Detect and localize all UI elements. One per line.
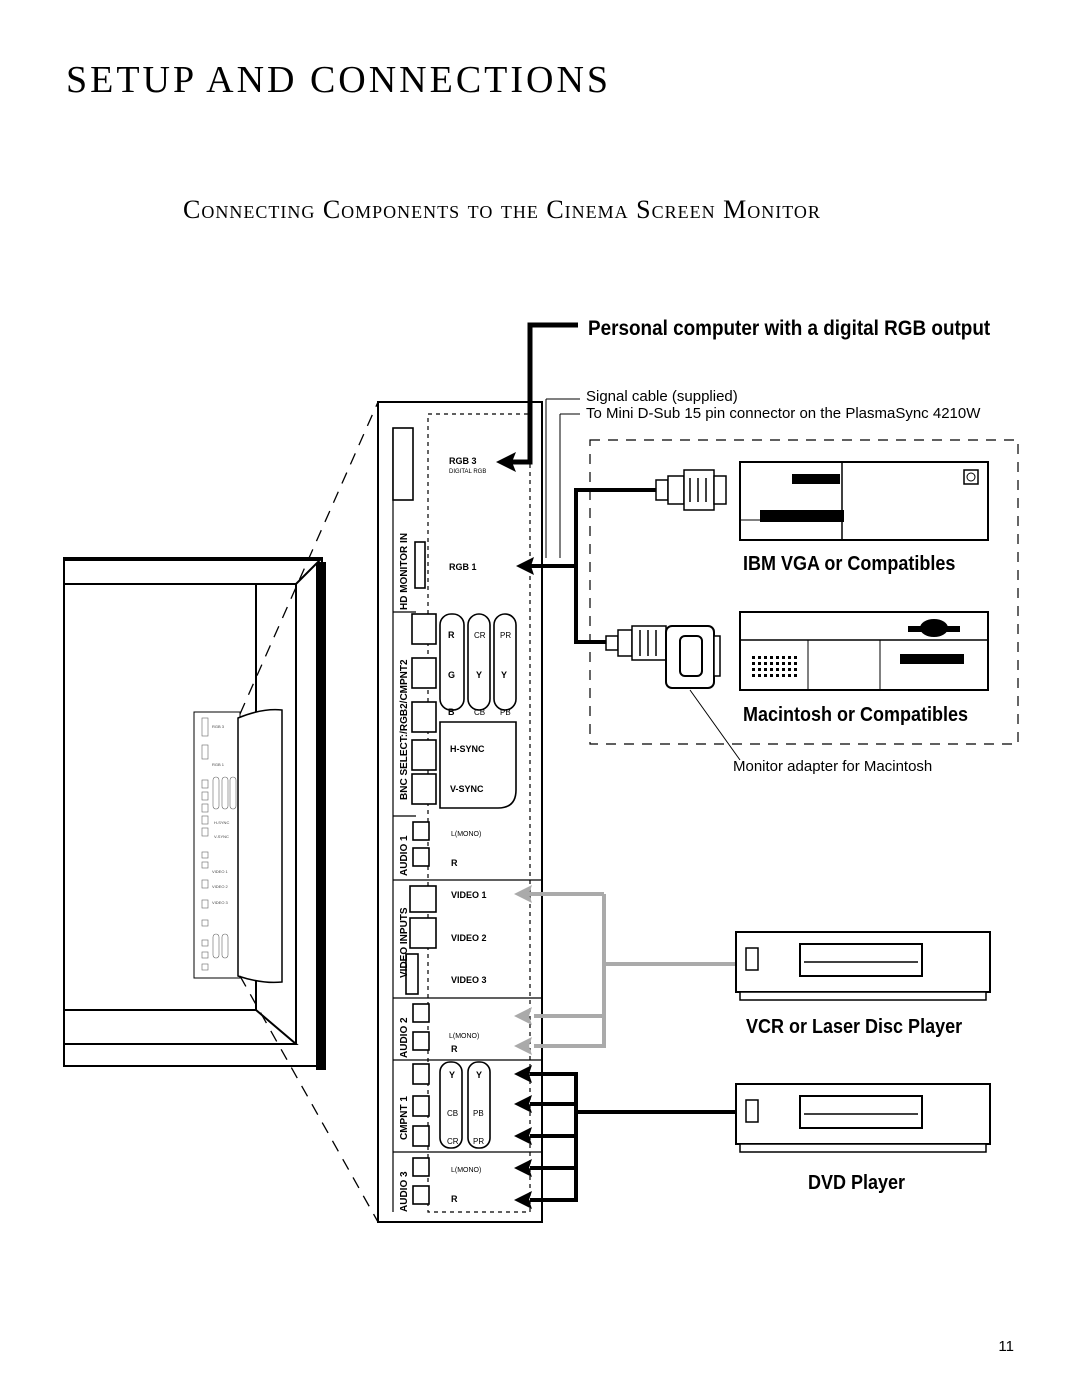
pc-heading: Personal computer with a digital RGB out… — [588, 317, 991, 340]
ibm-computer-icon — [739, 461, 989, 541]
monitor-illustration: RGB 3 RGB 1 H-SYNC V-SYNC VIDEO 1 VIDEO 2 VI… — [63, 401, 379, 1223]
bnc-select-label: BNC SELECT:/RGB2/CMPNT2 — [399, 659, 410, 800]
hsync-label: H-SYNC — [450, 744, 485, 754]
digital-rgb-label: DIGITAL RGB — [449, 469, 486, 475]
r-audio3-label: R — [451, 1194, 458, 1204]
cb-label: CB — [474, 708, 485, 717]
page-number: 11 — [998, 1338, 1014, 1355]
lmono-label-3: L(MONO) — [451, 1167, 481, 1174]
audio1-label: AUDIO 1 — [399, 835, 410, 876]
video1-label: VIDEO 1 — [451, 890, 487, 900]
audio2-label: AUDIO 2 — [399, 1017, 410, 1058]
svg-text:VIDEO 3: VIDEO 3 — [212, 900, 229, 905]
video3-label: VIDEO 3 — [451, 975, 487, 985]
cmpnt1-label: CMPNT 1 — [399, 1096, 410, 1140]
vcr-connection — [514, 885, 991, 1055]
g-label: G — [448, 670, 455, 680]
r-audio2-label: R — [451, 1044, 458, 1054]
signal-cable-label: Signal cable (supplied) — [586, 388, 738, 405]
y2-label: Y — [501, 670, 507, 680]
rgb3-label: RGB 3 — [449, 456, 477, 466]
ibm-label: IBM VGA or Compatibles — [743, 553, 956, 575]
cr-label: CR — [474, 631, 486, 640]
pr-label: PR — [500, 631, 511, 640]
svg-text:VIDEO 2: VIDEO 2 — [212, 884, 229, 889]
vsync-label: V-SYNC — [450, 784, 484, 794]
dvd-connection — [514, 1065, 991, 1209]
lmono-label-2: L(MONO) — [449, 1033, 479, 1040]
page-subtitle: Connecting Components to the Cinema Scre… — [183, 195, 821, 224]
r-label: R — [448, 630, 455, 640]
svg-text:RGB 3: RGB 3 — [212, 724, 225, 729]
y-cmp2-label: Y — [476, 1070, 482, 1080]
svg-text:RGB 1: RGB 1 — [212, 762, 225, 767]
y-cmp-label: Y — [449, 1070, 455, 1080]
pr-cmp-label: PR — [473, 1137, 484, 1146]
svg-text:H-SYNC: H-SYNC — [214, 820, 229, 825]
video2-label: VIDEO 2 — [451, 933, 487, 943]
mac-computer-icon — [739, 611, 989, 691]
cb-cmp-label: CB — [447, 1109, 458, 1118]
vcr-icon — [735, 931, 991, 1001]
page-title: SETUP AND CONNECTIONS — [66, 59, 612, 101]
connector-panel: HD MONITOR IN BNC SELECT:/RGB2/CMPNT2 AU… — [377, 401, 543, 1223]
vcr-label: VCR or Laser Disc Player — [746, 1016, 963, 1038]
dvd-player-icon — [735, 1083, 991, 1153]
lmono-label-1: L(MONO) — [451, 831, 481, 838]
video-inputs-label: VIDEO INPUTS — [399, 907, 410, 978]
rgb1-label: RGB 1 — [449, 562, 477, 572]
audio3-label: AUDIO 3 — [399, 1171, 410, 1212]
pb-cmp-label: PB — [473, 1109, 484, 1118]
cable-destination-label: To Mini D-Sub 15 pin connector on the Pl… — [586, 405, 981, 422]
cr-cmp-label: CR — [447, 1137, 459, 1146]
y-label: Y — [476, 670, 482, 680]
pb-label: PB — [500, 708, 511, 717]
dvd-label: DVD Player — [808, 1172, 906, 1194]
pc-connection — [496, 322, 1019, 761]
svg-text:VIDEO 1: VIDEO 1 — [212, 869, 229, 874]
hd-monitor-in-label: HD MONITOR IN — [399, 533, 410, 610]
mac-adapter-label: Monitor adapter for Macintosh — [733, 758, 933, 775]
r-audio1-label: R — [451, 858, 458, 868]
svg-text:V-SYNC: V-SYNC — [214, 834, 229, 839]
b-label: B — [448, 707, 455, 717]
mac-label: Macintosh or Compatibles — [743, 704, 969, 726]
